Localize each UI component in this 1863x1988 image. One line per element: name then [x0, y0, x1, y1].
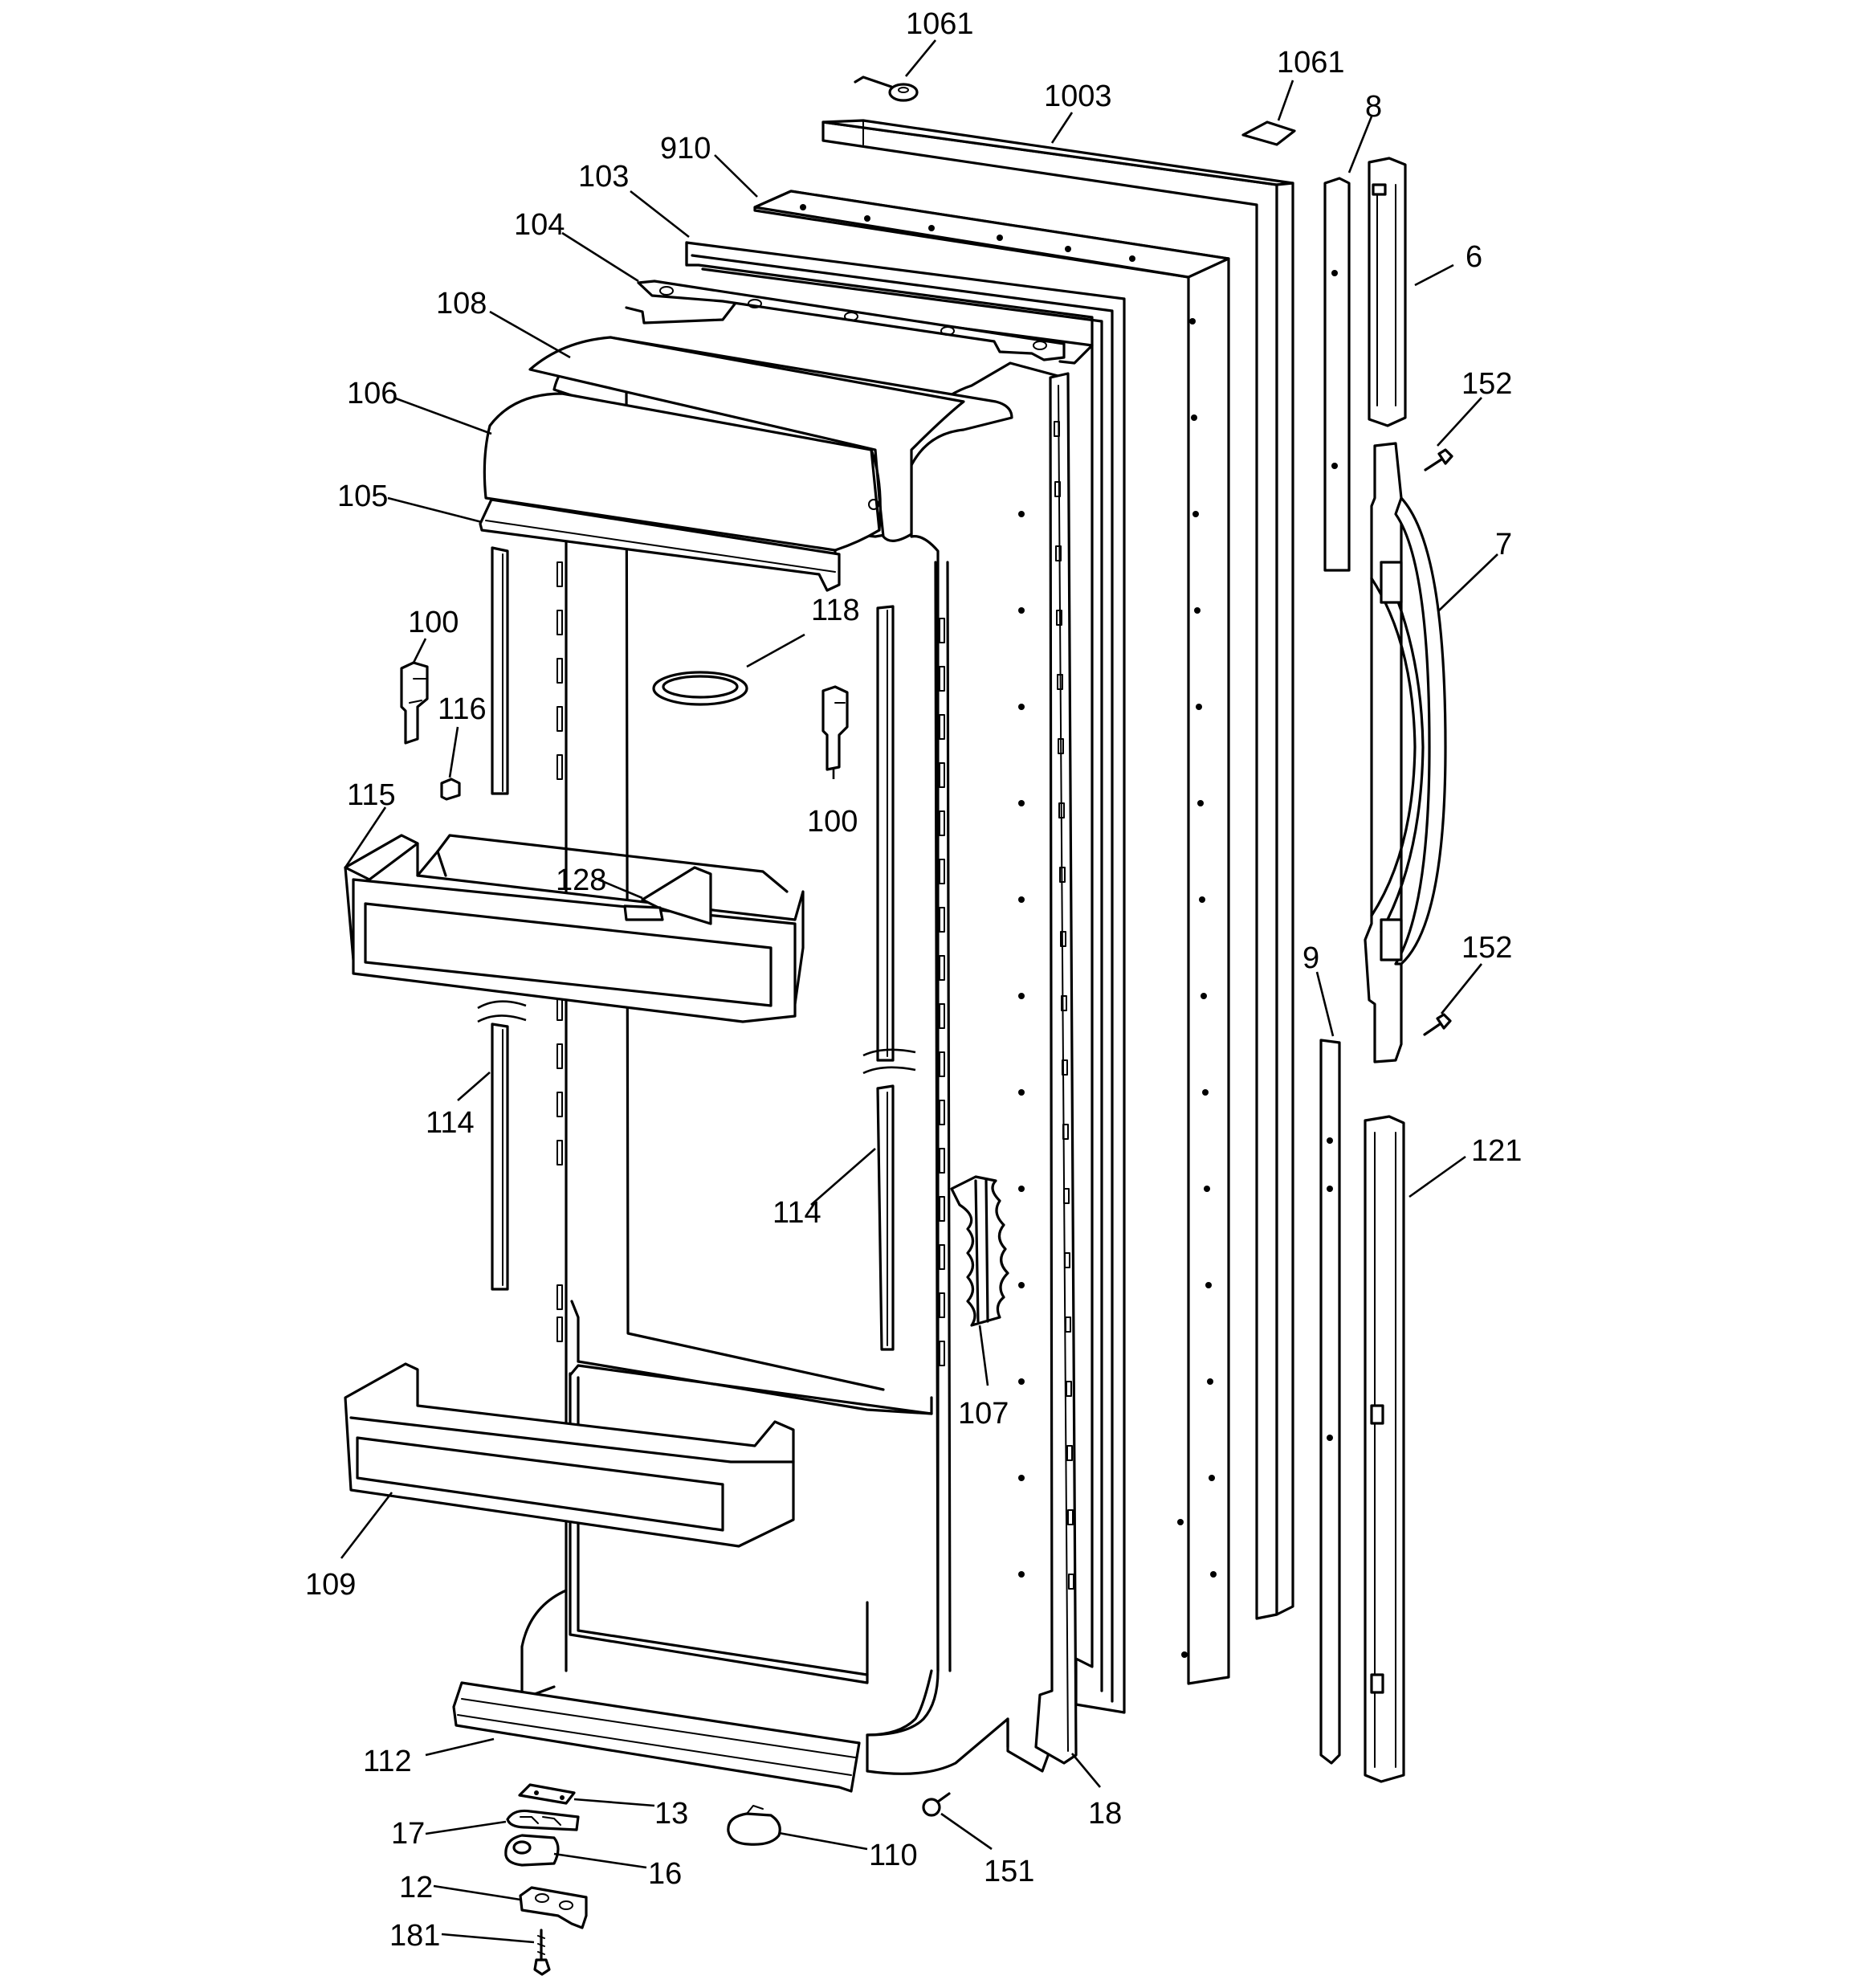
label-910-foam-panel: 910 [660, 132, 711, 165]
shelf-rack-right [862, 605, 916, 1351]
label-151-screw: 151 [984, 1855, 1034, 1888]
label-110-cover: 110 [869, 1839, 918, 1872]
label-107-cutaway: 107 [958, 1397, 1009, 1431]
hinge-cover-110 [727, 1805, 781, 1846]
hinge-bracket-12 [519, 1886, 588, 1929]
label-121-end-cap: 121 [1471, 1134, 1522, 1168]
door-foam-panel [753, 190, 1230, 1685]
label-152-screw-lower: 152 [1461, 931, 1512, 965]
label-152-screw-upper: 152 [1461, 367, 1512, 401]
hinge-side-strip [1034, 372, 1078, 1765]
door-bin-upper [344, 834, 805, 1023]
dairy-door-bar [479, 498, 841, 592]
door-top-cap [637, 280, 1066, 361]
bin-support-left [400, 661, 429, 745]
hinge-cam-16 [504, 1834, 560, 1867]
label-13-plate: 13 [654, 1797, 688, 1831]
hinge-shim-17 [506, 1809, 580, 1831]
label-103-gasket: 103 [578, 160, 629, 194]
door-handle [1364, 442, 1447, 1063]
label-104-cap: 104 [514, 208, 565, 242]
hinge-screw-181 [533, 1929, 551, 1976]
handle-screw-upper [1424, 448, 1453, 471]
label-115-bin: 115 [347, 778, 396, 812]
handle-end-cap-lower [1364, 1115, 1405, 1783]
label-116-clip: 116 [438, 692, 487, 726]
liner-slots-left [556, 561, 563, 1342]
strip-slots [1054, 421, 1074, 1590]
label-114-rack-right: 114 [773, 1196, 821, 1230]
top-hinge-pin [854, 76, 919, 102]
hinge-plate-13 [518, 1783, 576, 1805]
handle-end-cap-upper [1368, 157, 1407, 427]
label-8-trim-upper: 8 [1365, 90, 1382, 124]
label-9-trim-lower: 9 [1302, 941, 1319, 975]
label-18-hinge-strip: 18 [1088, 1797, 1122, 1831]
panel-screw-holes [800, 204, 1217, 1658]
label-128-divider: 128 [556, 863, 606, 897]
handle-trim-upper [1323, 177, 1351, 572]
shelf-rack-left [477, 546, 527, 1291]
liner-screw-dots [1018, 511, 1025, 1578]
label-17-shim: 17 [391, 1817, 425, 1851]
label-118-butter-door: 118 [811, 594, 860, 627]
label-1061-top-hinge: 1061 [906, 7, 974, 41]
liner-slots-right [939, 618, 945, 1366]
top-hinge-shim [1241, 120, 1296, 146]
door-bin-lower [344, 1362, 795, 1548]
handle-screw-lower [1423, 1013, 1452, 1036]
label-12-bracket: 12 [399, 1871, 433, 1904]
bin-clip [440, 778, 461, 801]
label-7-handle: 7 [1495, 528, 1512, 561]
door-screw-151 [922, 1792, 951, 1817]
bin-support-right [821, 685, 849, 771]
leader-lines [340, 39, 1498, 1944]
label-16-cam: 16 [648, 1857, 682, 1891]
label-108-housing: 108 [436, 287, 487, 320]
label-100-support-left: 100 [408, 606, 459, 639]
label-1003-outer-panel: 1003 [1044, 80, 1112, 113]
label-106-dairy-cover: 106 [347, 377, 397, 410]
label-105-dairy-bar: 105 [337, 480, 388, 513]
door-gasket [685, 241, 1126, 1714]
liner-cutaway-detail [950, 1175, 1009, 1327]
outer-door-panel [821, 119, 1294, 1620]
label-6-end-cap: 6 [1466, 240, 1482, 274]
label-100-support-right: 100 [807, 805, 858, 839]
label-1061-shim: 1061 [1277, 46, 1345, 80]
butter-door [652, 671, 748, 706]
callout-labels: 1061 1061 1003 910 103 104 108 106 105 8… [305, 7, 1522, 1953]
handle-trim-lower [1319, 1039, 1341, 1765]
label-112-bottom-bar: 112 [363, 1745, 412, 1778]
label-114-rack-left: 114 [426, 1106, 475, 1140]
label-109-lower-bin: 109 [305, 1568, 356, 1602]
label-181-screw: 181 [389, 1919, 440, 1953]
door-bottom-bar [452, 1681, 861, 1793]
